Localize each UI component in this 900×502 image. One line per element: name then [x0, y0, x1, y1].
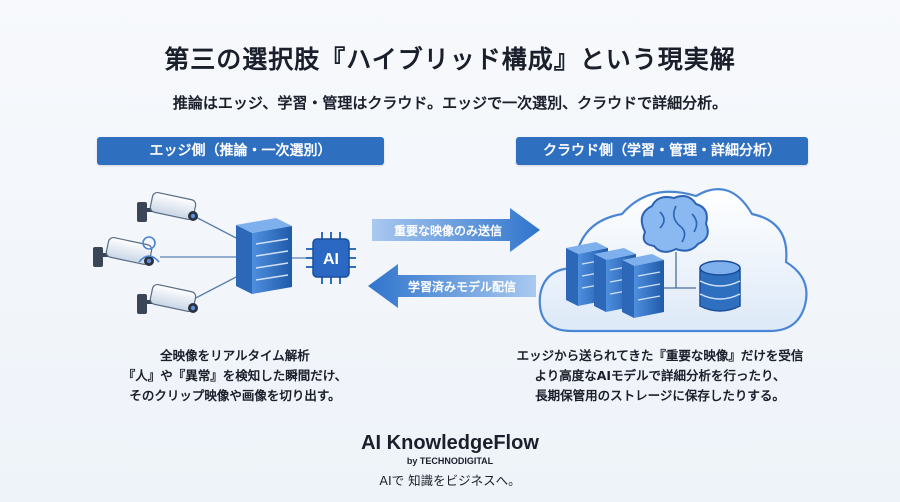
camera-links [160, 212, 314, 303]
deploy-arrow: 学習済みモデル配信 [368, 264, 536, 308]
camera-icon [93, 236, 154, 267]
edge-desc-line: そのクリップ映像や画像を切り出す。 [129, 388, 341, 403]
cloud-desc-line: 長期保管用のストレージに保存したりする。 [535, 388, 785, 403]
database-icon [699, 260, 741, 312]
server-icon [622, 254, 664, 318]
edge-desc-line: 全映像をリアルタイム解析 [160, 348, 310, 363]
edge-header: エッジ側（推論・一次選別） [97, 137, 384, 165]
cloud-description: エッジから送られてきた『重要な映像』だけを受信 より高度なAIモデルで詳細分析を… [470, 346, 850, 406]
ai-chip-icon: AI [306, 232, 356, 284]
cloud-header: クラウド側（学習・管理・詳細分析） [516, 137, 808, 165]
deploy-arrow-label: 学習済みモデル配信 [408, 279, 516, 294]
person-icon [138, 236, 160, 263]
cloud-desc-line: より高度なAIモデルで詳細分析を行ったり、 [534, 368, 786, 383]
send-arrow-label: 重要な映像のみ送信 [394, 223, 502, 238]
ai-chip-label: AI [323, 251, 339, 268]
brand-tagline: AIで 知識をビジネスへ。 [379, 473, 521, 488]
camera-icon [137, 191, 198, 222]
page-subtitle: 推論はエッジ、学習・管理はクラウド。エッジで一次選別、クラウドで詳細分析。 [172, 94, 728, 112]
edge-description: 全映像をリアルタイム解析 『人』や『異常』を検知した瞬間だけ、 そのクリップ映像… [70, 346, 400, 406]
camera-icon [137, 283, 198, 314]
brand-byline: by TECHNODIGITAL [406, 456, 494, 466]
page-title: 第三の選択肢『ハイブリッド構成』という現実解 [164, 45, 736, 74]
brain-icon [640, 195, 709, 253]
edge-desc-line: 『人』や『異常』を検知した瞬間だけ、 [122, 368, 348, 383]
server-icon [236, 218, 292, 294]
brand-name: AI KnowledgeFlow [361, 432, 539, 454]
cloud-links [664, 252, 696, 289]
send-arrow: 重要な映像のみ送信 [372, 208, 540, 252]
cloud-desc-line: エッジから送られてきた『重要な映像』だけを受信 [516, 348, 804, 363]
